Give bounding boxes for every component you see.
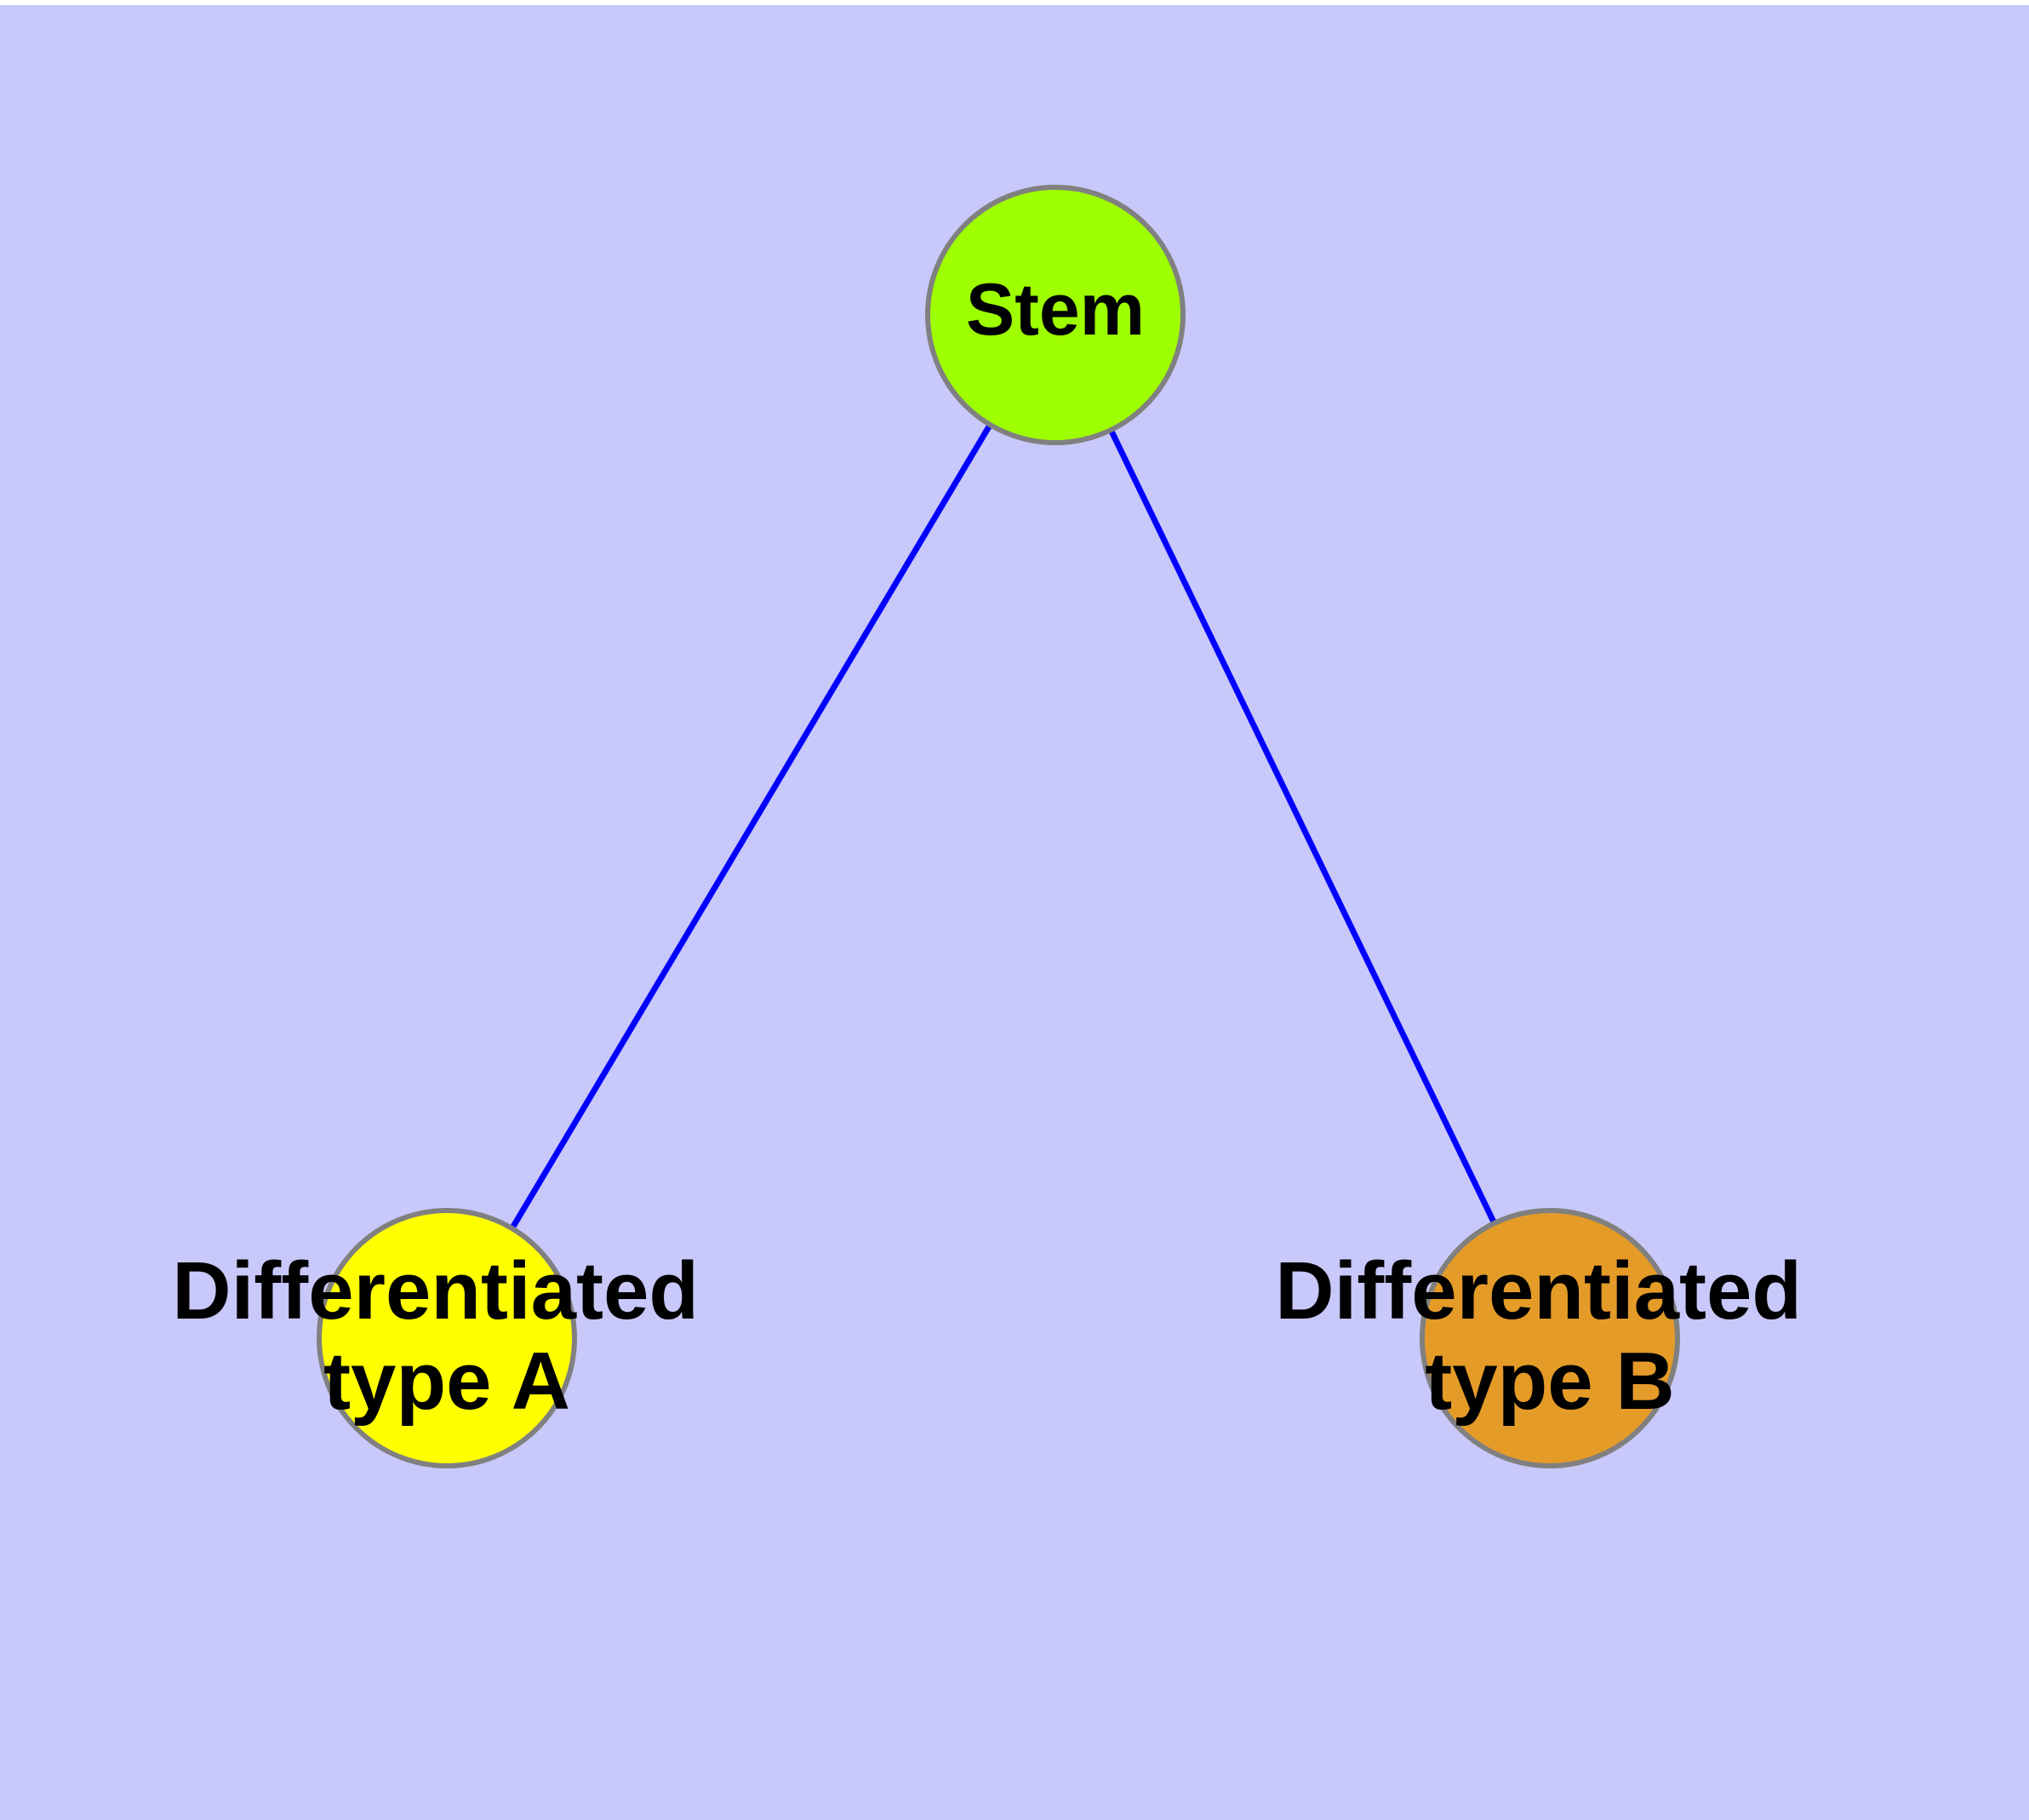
node-circle-differentiated-type-b[interactable]: [1420, 1208, 1680, 1468]
node-differentiated-type-b[interactable]: [1420, 1208, 1680, 1468]
node-label-differentiated-type-b-line-2: type B: [1425, 1336, 1674, 1427]
node-label-stem-line-1: Stem: [966, 269, 1145, 351]
node-label-differentiated-type-a-line-2: type A: [323, 1336, 570, 1427]
node-label-stem: Stem: [966, 269, 1145, 351]
node-label-differentiated-type-a: Differentiated type A: [172, 1245, 721, 1427]
node-differentiated-type-a[interactable]: [317, 1208, 577, 1468]
node-stem[interactable]: [925, 185, 1186, 445]
cell-lineage-graph: Differentiated type A Differentiated typ…: [172, 185, 1824, 1468]
edge-stem-to-differentiated-type-a[interactable]: [443, 313, 1059, 1340]
node-label-differentiated-type-b-line-1: Differentiated: [1275, 1245, 1802, 1336]
node-label-differentiated-type-a-line-1: Differentiated: [172, 1245, 699, 1336]
label-layer: Differentiated type A Differentiated typ…: [172, 269, 1824, 1428]
edge-stem-to-differentiated-type-b[interactable]: [1052, 313, 1553, 1340]
edge-layer: [443, 313, 1553, 1340]
node-circle-stem[interactable]: [925, 185, 1186, 445]
node-circle-differentiated-type-a[interactable]: [317, 1208, 577, 1468]
node-layer: [317, 185, 1680, 1468]
node-label-differentiated-type-b: Differentiated type B: [1275, 1245, 1824, 1427]
diagram-plot-area: Differentiated type A Differentiated typ…: [0, 5, 2029, 1820]
